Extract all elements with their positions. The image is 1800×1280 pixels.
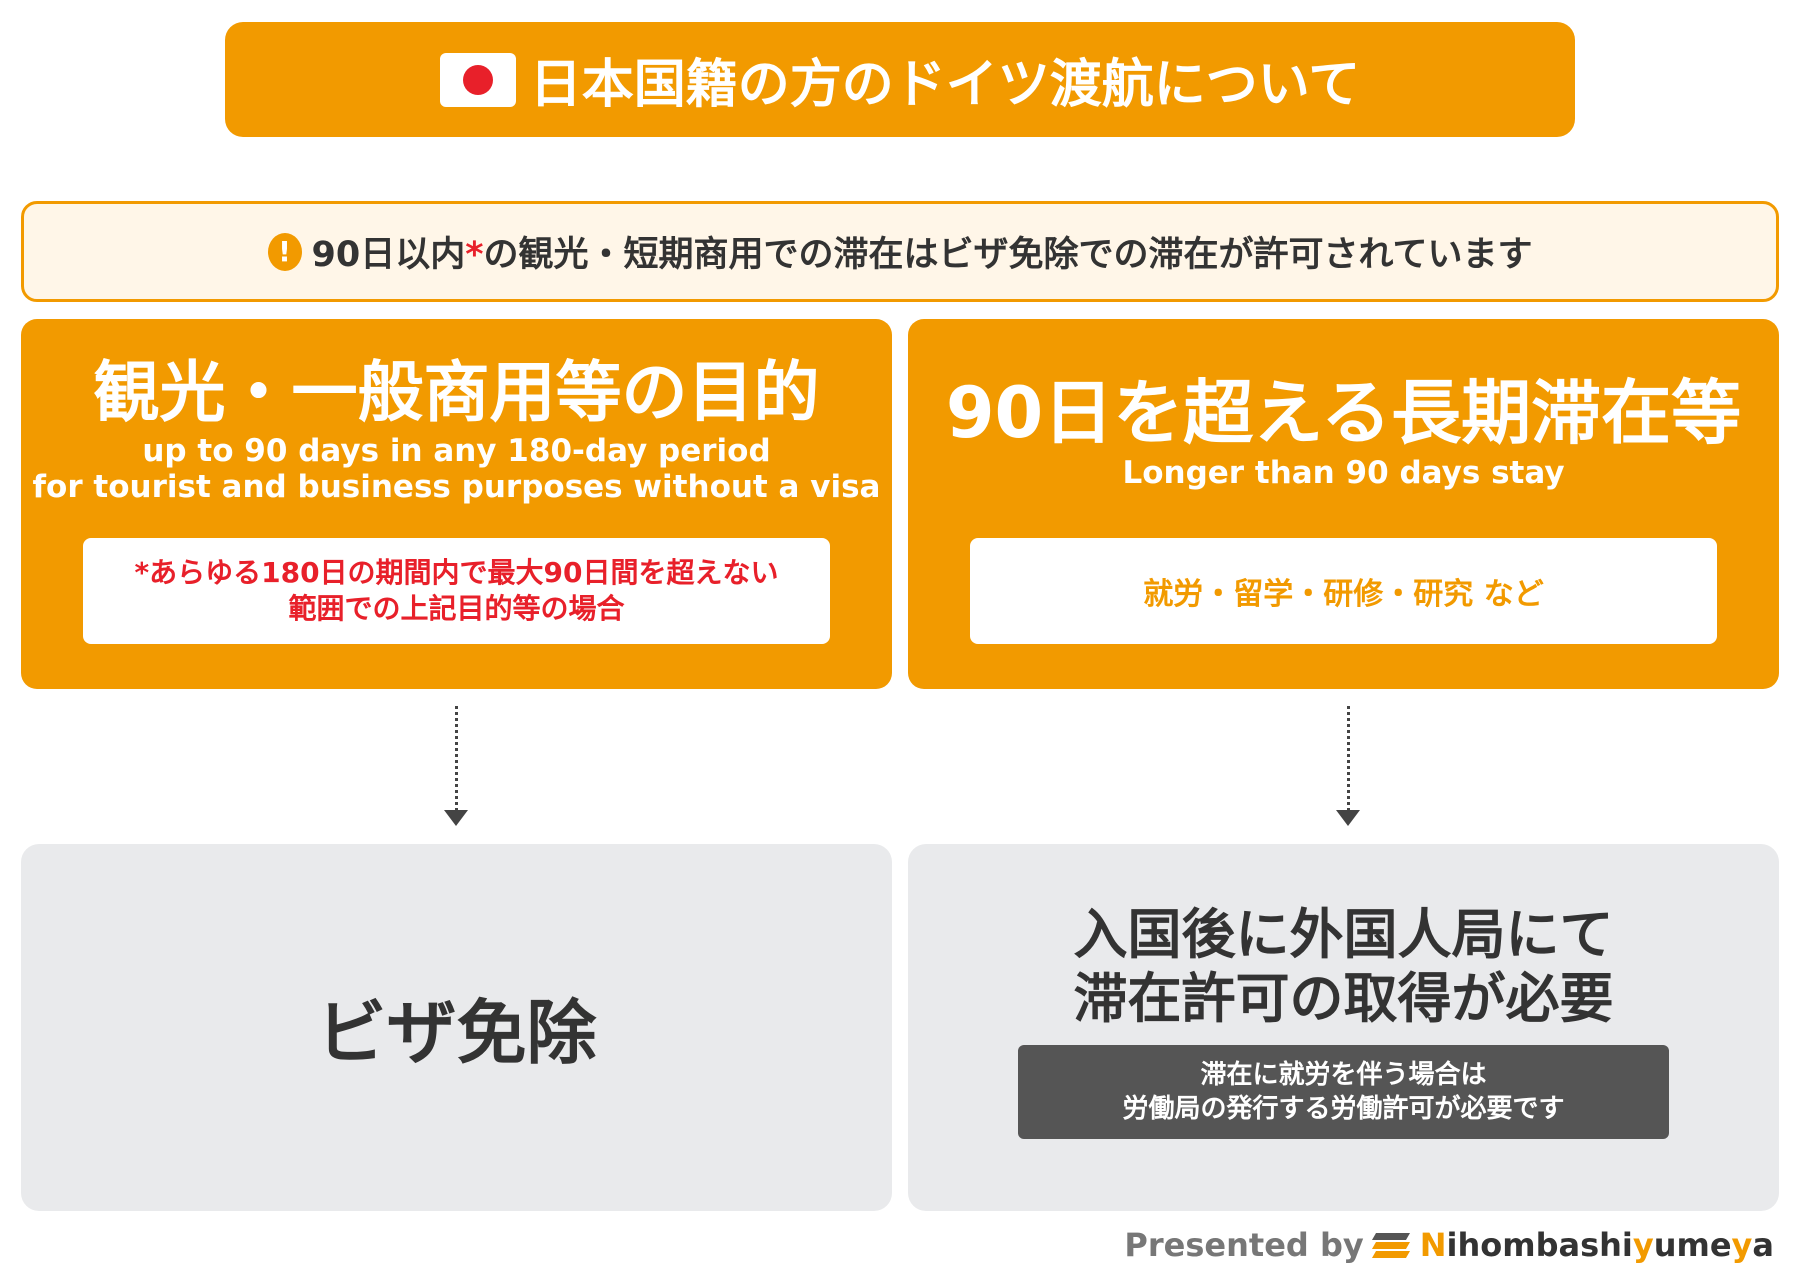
brand-logo-icon <box>1371 1231 1410 1259</box>
short-stay-note: *あらゆる180日の期間内で最大90日間を超えない 範囲での上記目的等の場合 <box>83 538 830 644</box>
visa-free-text: ビザ免除 <box>316 992 597 1074</box>
long-stay-card: 90日を超える長期滞在等 Longer than 90 days stay 就労… <box>908 319 1779 689</box>
presented-by: Presented by <box>1124 1226 1364 1264</box>
note-line2: 範囲での上記目的等の場合 <box>288 592 625 625</box>
japan-flag-icon <box>439 52 516 107</box>
page-title: 日本国籍の方のドイツ渡航について <box>529 55 1361 115</box>
arrow-down-icon <box>1336 706 1360 828</box>
residence-permit-result: 入国後に外国人局にて 滞在許可の取得が必要 滞在に就労を伴う場合は 労働局の発行… <box>908 844 1779 1211</box>
visa-free-result: ビザ免除 <box>21 844 892 1211</box>
footer-credit: Presented by Nihombashiyumeya <box>1124 1226 1774 1264</box>
work-permit-note: 滞在に就労を伴う場合は 労働局の発行する労働許可が必要です <box>1018 1044 1669 1139</box>
short-stay-sub2: for tourist and business purposes withou… <box>32 469 881 505</box>
exclamation-icon: ! <box>267 232 302 271</box>
long-stay-sub: Longer than 90 days stay <box>1122 455 1565 491</box>
note-line1: *あらゆる180日の期間内で最大90日間を超えない <box>134 556 779 589</box>
long-stay-note: 就労・留学・研修・研究 など <box>970 538 1717 644</box>
short-stay-sub1: up to 90 days in any 180-day period <box>142 433 771 469</box>
short-stay-title: 観光・一般商用等の目的 <box>93 354 820 431</box>
title-banner: 日本国籍の方のドイツ渡航について <box>225 22 1575 137</box>
long-stay-title: 90日を超える長期滞在等 <box>945 372 1742 454</box>
short-stay-card: 観光・一般商用等の目的 up to 90 days in any 180-day… <box>21 319 892 689</box>
arrow-down-icon <box>444 706 468 828</box>
brand-name: Nihombashiyumeya <box>1419 1226 1774 1264</box>
notice-banner: ! 90日以内*の観光・短期商用での滞在はビザ免除での滞在が許可されています <box>21 201 1779 302</box>
permit-text: 入国後に外国人局にて 滞在許可の取得が必要 <box>1073 902 1614 1030</box>
notice-text: 90日以内*の観光・短期商用での滞在はビザ免除での滞在が許可されています <box>311 235 1533 275</box>
